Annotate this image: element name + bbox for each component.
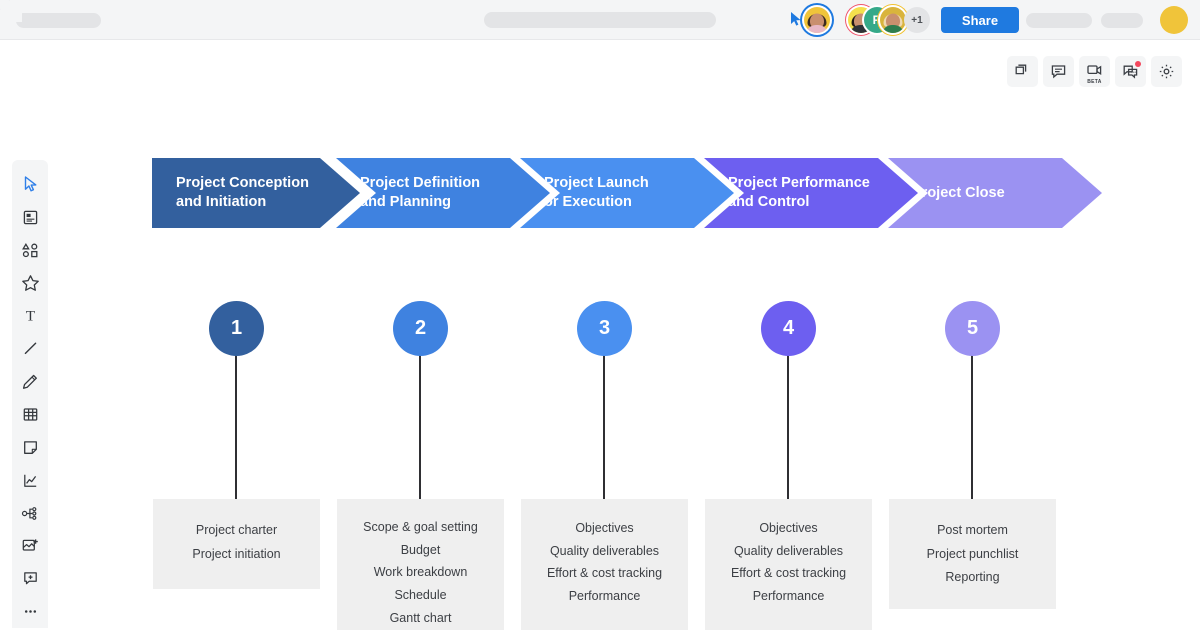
phase-item: Schedule — [394, 587, 447, 602]
select-cursor-tool[interactable] — [13, 168, 47, 201]
chart-tool[interactable] — [13, 464, 47, 497]
video-beta-label: BETA — [1087, 79, 1102, 85]
phase-chevron-2[interactable]: Project Definition and Planning — [336, 158, 550, 228]
phase-item: Reporting — [945, 570, 1000, 585]
phase-item: Objectives — [759, 521, 818, 535]
phase-number-5[interactable]: 5 — [945, 301, 1000, 356]
svg-text:T: T — [25, 309, 34, 325]
phase-item: Scope & goal setting — [363, 520, 478, 534]
phase-chevron-1[interactable]: Project Conception and Initiation — [152, 158, 360, 228]
phase-stem-2 — [419, 355, 421, 500]
phase-item: Work breakdown — [373, 565, 468, 580]
whiteboard-canvas[interactable]: Project Conception and Initiation Projec… — [0, 40, 1200, 630]
phase-chevron-3[interactable]: Project Launch or Execution — [520, 158, 734, 228]
phase-number-4[interactable]: 4 — [761, 301, 816, 356]
toolbar-right-placeholder-1[interactable] — [1026, 13, 1092, 28]
document-title-placeholder[interactable] — [16, 13, 101, 28]
phase-item: Performance — [568, 588, 641, 603]
table-tool[interactable] — [13, 398, 47, 431]
avatar-current-user[interactable] — [1160, 6, 1188, 34]
comment-icon[interactable] — [1043, 56, 1074, 87]
avatar-collaborator-1[interactable] — [804, 7, 830, 33]
shapes-tool[interactable] — [13, 234, 47, 267]
phase-info-box-5[interactable]: Post mortem Project punchlist Reporting — [889, 499, 1056, 609]
phase-stem-3 — [603, 355, 605, 500]
top-right-toolbar: BETA — [1007, 56, 1182, 87]
phase-chevron-row: Project Conception and Initiation Projec… — [152, 158, 1102, 228]
share-button[interactable]: Share — [941, 7, 1019, 33]
phase-info-box-4[interactable]: Objectives Quality deliverables Effort &… — [705, 499, 872, 630]
phase-stem-5 — [971, 355, 973, 500]
template-tool[interactable] — [13, 201, 47, 234]
left-tool-sidebar: T — [12, 160, 48, 628]
phase-item: Objectives — [575, 521, 634, 535]
phase-item: Budget — [400, 542, 441, 557]
phase-info-box-1[interactable]: Project charter Project initiation — [153, 499, 320, 589]
pages-icon[interactable] — [1007, 56, 1038, 87]
phase-item: Effort & cost tracking — [730, 566, 847, 581]
sticky-note-tool[interactable] — [13, 431, 47, 464]
line-tool[interactable] — [13, 332, 47, 365]
mindmap-tool[interactable] — [13, 497, 47, 530]
phase-stem-4 — [787, 355, 789, 500]
phase-item: Performance — [752, 588, 825, 603]
phase-info-box-3[interactable]: Objectives Quality deliverables Effort &… — [521, 499, 688, 630]
phase-item: Post mortem — [937, 523, 1008, 537]
more-tools[interactable] — [13, 595, 47, 628]
toolbar-center-placeholder[interactable] — [484, 12, 716, 28]
star-tool[interactable] — [13, 267, 47, 300]
comment-tool[interactable] — [13, 562, 47, 595]
phase-chevron-5[interactable]: Project Close — [888, 158, 1102, 228]
video-icon[interactable]: BETA — [1079, 56, 1110, 87]
phase-item: Gantt chart — [389, 610, 452, 625]
avatar-collaborator-4[interactable] — [880, 7, 906, 33]
phase-item: Quality deliverables — [549, 543, 660, 558]
phase-item: Project initiation — [192, 546, 281, 561]
phase-item: Project charter — [195, 523, 278, 537]
phase-number-2[interactable]: 2 — [393, 301, 448, 356]
pen-tool[interactable] — [13, 365, 47, 398]
text-tool[interactable]: T — [13, 299, 47, 332]
chat-icon[interactable] — [1115, 56, 1146, 87]
gear-icon[interactable] — [1151, 56, 1182, 87]
notification-dot — [1135, 61, 1141, 67]
top-bar: R +1 Share — [0, 0, 1200, 40]
cursor-pointer-icon — [789, 11, 803, 27]
phase-stem-1 — [235, 355, 237, 500]
avatar-overflow-badge[interactable]: +1 — [904, 7, 930, 33]
phase-info-box-2[interactable]: Scope & goal setting Budget Work breakdo… — [337, 499, 504, 630]
phase-item: Quality deliverables — [733, 543, 844, 558]
phase-number-1[interactable]: 1 — [209, 301, 264, 356]
image-tool[interactable] — [13, 529, 47, 562]
phase-item: Project punchlist — [926, 546, 1019, 561]
phase-number-3[interactable]: 3 — [577, 301, 632, 356]
toolbar-right-placeholder-2[interactable] — [1101, 13, 1143, 28]
phase-chevron-4[interactable]: Project Performance and Control — [704, 158, 918, 228]
phase-item: Effort & cost tracking — [546, 566, 663, 581]
